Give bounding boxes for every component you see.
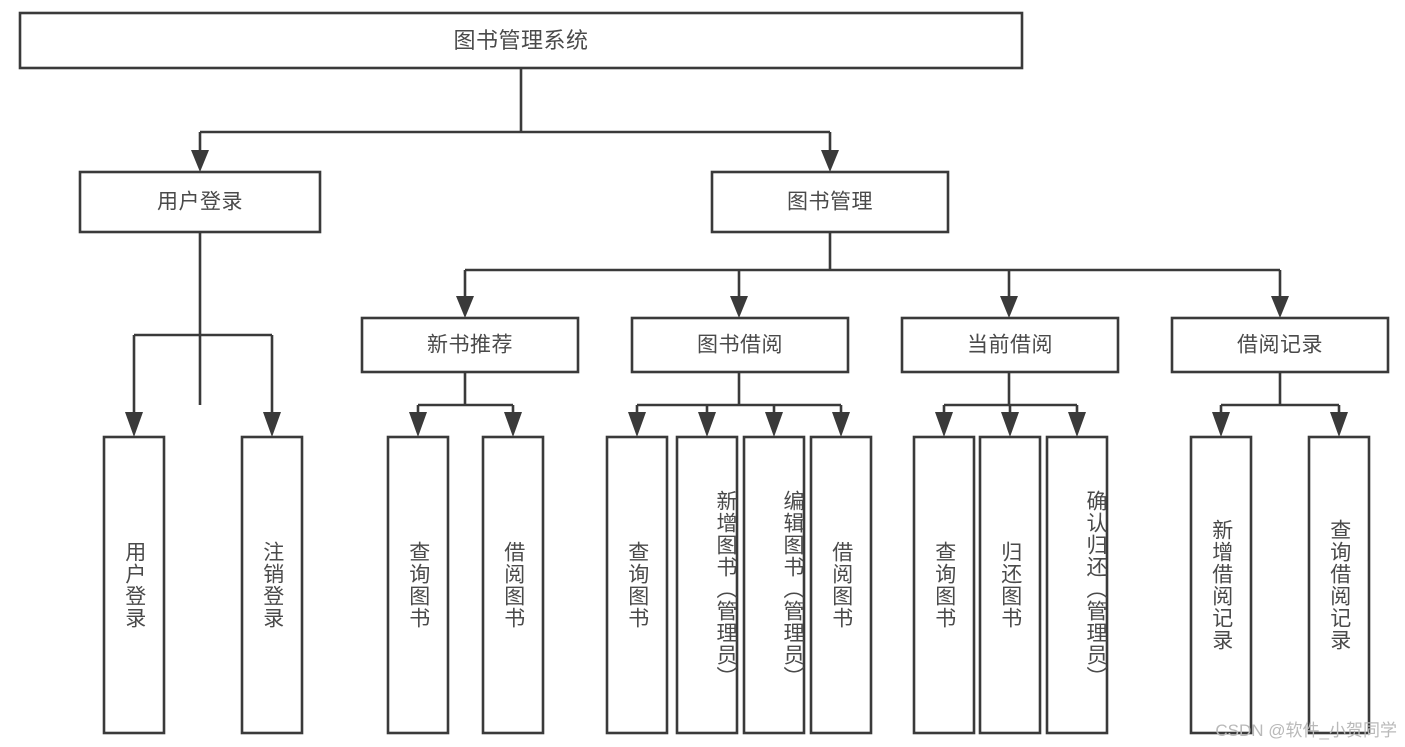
arrow-head-leaf-book-borrow-1 [628,412,646,437]
node-root-box[interactable] [18,11,1024,70]
leaf-box-user-login-1[interactable] [102,435,166,735]
leaf-boxes [102,435,1371,735]
node-book-manage-box[interactable] [710,170,950,234]
arrow-head-user-login [191,150,209,172]
node-new-book-rec-label: 新书推荐 [427,334,513,357]
arrow-head-leaf-current-borrow-3 [1068,412,1086,437]
arrow-head-leaf-user-login-2 [263,412,281,437]
node-borrow-record-box[interactable] [1170,316,1390,374]
leaf-box-book-borrow-4[interactable] [809,435,873,735]
node-current-borrow-label: 当前借阅 [967,334,1053,357]
leaf-box-borrow-record-2[interactable] [1307,435,1371,735]
leaf-box-book-borrow-1[interactable] [605,435,669,735]
arrow-head-leaf-current-borrow-1 [935,412,953,437]
node-borrow-record-label: 借阅记录 [1237,334,1323,357]
arrow-head-borrow-record [1271,296,1289,318]
node-book-borrow-label: 图书借阅 [697,334,783,357]
node-root[interactable]: 图书管理系统 [18,11,1024,70]
node-user-login-box[interactable] [78,170,322,234]
watermark-text: CSDN @软件_小贺同学 [1215,721,1397,740]
arrow-head-new-book-rec [456,296,474,318]
arrow-head-leaf-borrow-record-2 [1330,412,1348,437]
connectors [125,68,1348,437]
leaf-box-current-borrow-2[interactable] [978,435,1042,735]
leaf-box-current-borrow-3[interactable] [1045,435,1109,735]
leaf-box-user-login-2[interactable] [240,435,304,735]
node-user-login[interactable]: 用户登录 [78,170,322,234]
arrow-head-leaf-book-borrow-2 [698,412,716,437]
arrow-head-leaf-new-book-rec-1 [409,412,427,437]
leaf-box-new-book-rec-2[interactable] [481,435,545,735]
arrow-head-leaf-current-borrow-2 [1001,412,1019,437]
leaf-box-book-borrow-2[interactable] [675,435,739,735]
node-root-label: 图书管理系统 [453,28,588,53]
node-current-borrow[interactable]: 当前借阅 [900,316,1120,374]
node-book-manage-label: 图书管理 [787,191,873,214]
node-new-book-rec-box[interactable] [360,316,580,374]
leaf-box-new-book-rec-1[interactable] [386,435,450,735]
arrow-head-current-borrow [1000,296,1018,318]
arrow-head-leaf-new-book-rec-2 [504,412,522,437]
node-book-borrow-box[interactable] [630,316,850,374]
node-user-login-label: 用户登录 [157,191,243,214]
node-new-book-rec[interactable]: 新书推荐 [360,316,580,374]
arrow-head-book-manage [821,150,839,172]
node-current-borrow-box[interactable] [900,316,1120,374]
node-borrow-record[interactable]: 借阅记录 [1170,316,1390,374]
arrow-head-book-borrow [730,296,748,318]
node-book-manage[interactable]: 图书管理 [710,170,950,234]
arrow-head-leaf-borrow-record-1 [1212,412,1230,437]
leaf-box-current-borrow-1[interactable] [912,435,976,735]
leaf-box-borrow-record-1[interactable] [1189,435,1253,735]
arrow-head-leaf-user-login-1 [125,412,143,437]
leaf-box-book-borrow-3[interactable] [742,435,806,735]
node-book-borrow[interactable]: 图书借阅 [630,316,850,374]
arrow-head-leaf-book-borrow-4 [832,412,850,437]
arrow-head-leaf-book-borrow-3 [765,412,783,437]
